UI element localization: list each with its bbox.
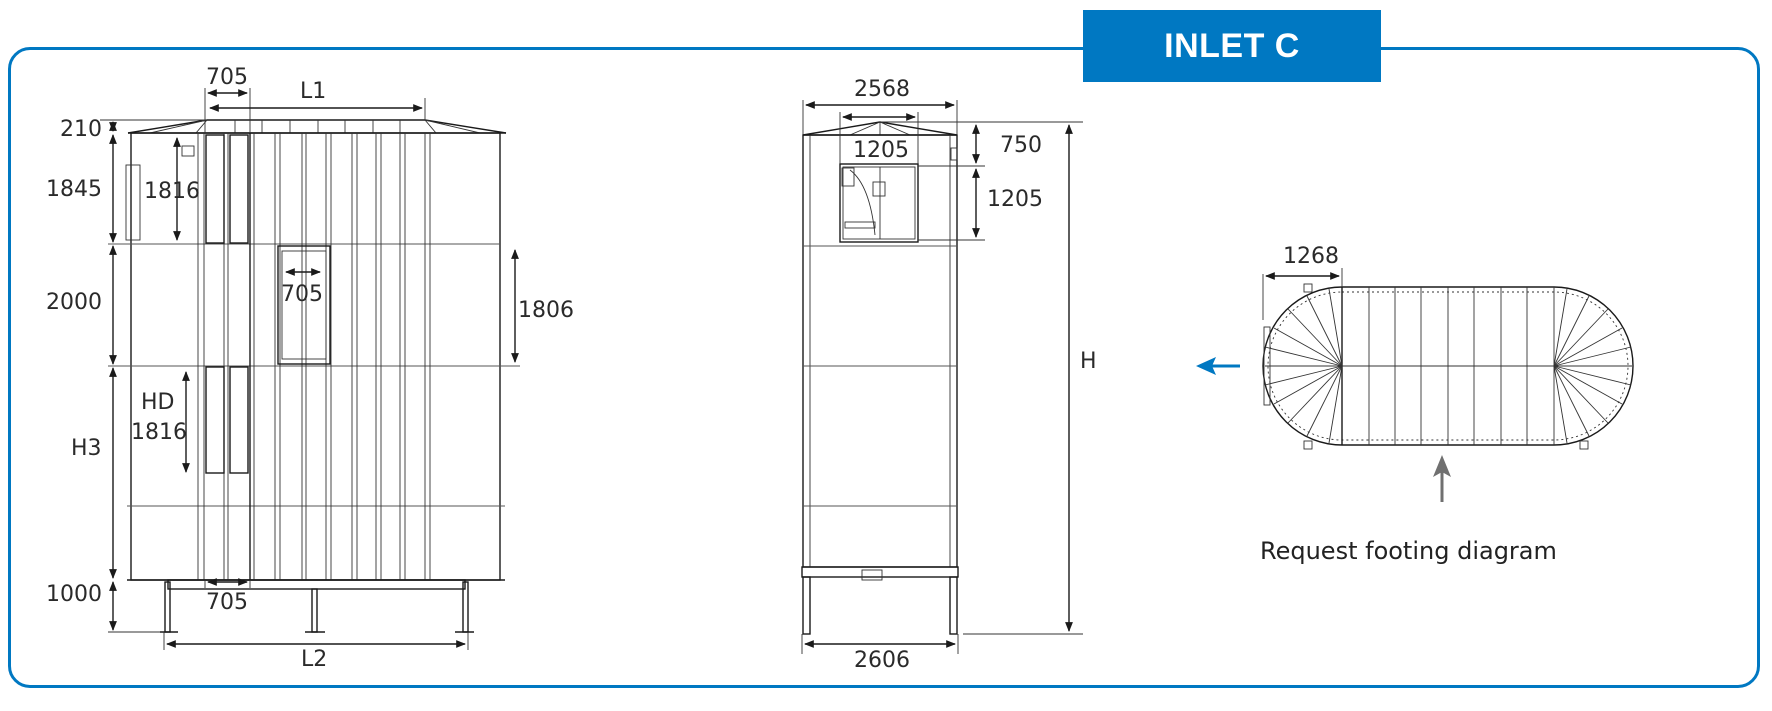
dim-total-height: H (1080, 349, 1097, 374)
dim-bottom-door-width: 705 (206, 590, 248, 615)
dim-length-l2: L2 (301, 647, 327, 672)
dim-top-door-width: 705 (206, 65, 248, 90)
upper-door (205, 134, 249, 244)
side-leg-right (949, 576, 958, 635)
arrow-up-icon (1433, 455, 1451, 502)
side-box (950, 147, 958, 161)
dim-side-roof-height: 750 (1000, 133, 1042, 158)
request-footing-note: Request footing diagram (1260, 537, 1557, 565)
dim-leg-height: 1000 (46, 582, 102, 607)
dim-length-l1: L1 (300, 79, 326, 104)
front-elevation-view: 210 1845 1816 2000 705 1806 H3 HD 1816 1… (46, 65, 574, 672)
arrow-left-icon (1196, 357, 1240, 375)
dim-side-width-top: 2568 (854, 77, 910, 102)
middle-door (277, 245, 331, 365)
side-leg-left (802, 576, 811, 635)
plan-inlet-flange (1263, 326, 1271, 406)
side-elevation-view: 2568 1205 750 1205 H 2606 (801, 77, 1097, 673)
front-dimension-lines (100, 88, 519, 650)
dim-lower-door-label: HD (141, 390, 174, 415)
equipment-window (839, 163, 919, 243)
plan-radial-lines-left (1264, 288, 1343, 444)
plan-view: 1268 (1196, 244, 1634, 502)
dim-lower-door-height: 1816 (131, 420, 187, 445)
junction-box (181, 145, 195, 157)
vent-grille (125, 164, 141, 241)
dim-middle-height: 2000 (46, 290, 102, 315)
dim-upper-height: 1845 (46, 177, 102, 202)
side-dimension-lines (801, 100, 1083, 654)
title-banner: INLET C (1083, 10, 1381, 82)
dim-window-width: 1205 (853, 138, 909, 163)
dim-side-width-bottom: 2606 (854, 648, 910, 673)
dim-upper-door-height: 1816 (144, 179, 200, 204)
dim-roof-height: 210 (60, 117, 102, 142)
side-base-frame (801, 566, 959, 578)
title-text: INLET C (1164, 26, 1300, 65)
dim-end-radius: 1268 (1283, 244, 1339, 269)
lower-door (205, 366, 249, 474)
dim-middle-door-height: 1806 (518, 298, 574, 323)
wall-panels (197, 133, 431, 580)
dim-window-height: 1205 (987, 187, 1043, 212)
support-legs (160, 581, 474, 633)
drawing-frame (8, 47, 1760, 688)
dim-middle-door-width: 705 (281, 282, 323, 307)
dim-lower-h3: H3 (71, 436, 102, 461)
plan-radial-lines-right (1553, 288, 1632, 444)
roof-outline (127, 119, 507, 134)
